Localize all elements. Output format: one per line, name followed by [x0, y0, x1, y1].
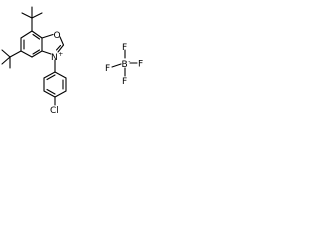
bond-ar-c6-c1: [43, 71, 56, 79]
atom-nitrogen: N+: [51, 51, 63, 63]
atom-fluorine-left: F: [105, 64, 110, 74]
bond-tbu1-me-b: [21, 12, 33, 19]
bond-c2-n3: [57, 44, 65, 53]
bond-o1-c2: [59, 36, 65, 46]
atom-nitrogen-charge: +: [58, 51, 63, 58]
bond-c5-tbu-c: [9, 50, 22, 58]
bond-c3a-c4: [31, 50, 43, 58]
structure-canvas: O N+ Cl B- F F F F: [0, 0, 152, 152]
bond-b-f-left: [111, 63, 122, 68]
bond-c7-c7a: [31, 30, 43, 39]
bond-c3a-c4-double: [32, 49, 41, 55]
bond-ar-double-2: [46, 88, 56, 95]
molecule-structure: O N+ Cl B- F F F F: [1, 6, 143, 116]
bond-n3-c3a: [41, 50, 52, 55]
bond-c2-n3-double: [55, 44, 62, 51]
bond-c6-c7: [20, 30, 33, 39]
atom-nitrogen-symbol: N: [51, 53, 58, 63]
bond-ar-c3-c4: [54, 90, 67, 98]
bond-tbu2-me-b: [1, 56, 11, 65]
bond-c7-c7a-double: [32, 33, 41, 40]
bond-c4-c5: [20, 50, 33, 58]
atom-boron-symbol: B: [122, 60, 128, 70]
atom-oxygen: O: [54, 31, 61, 41]
atom-fluorine-bottom: F: [122, 77, 127, 87]
atom-fluorine-right: F: [138, 60, 143, 70]
bond-tbu2-me-a: [1, 49, 11, 58]
bond-ar-c1-c2: [54, 71, 67, 79]
bond-ar-c4-c5: [43, 90, 56, 98]
atom-boron: B-: [122, 58, 131, 70]
atom-fluorine-top: F: [122, 43, 127, 53]
bond-tbu1-me-c: [31, 12, 43, 19]
atom-chlorine: Cl: [50, 106, 59, 116]
bond-ar-double-3: [46, 74, 56, 81]
atom-boron-charge: -: [128, 58, 130, 65]
bond-c7a-o1: [41, 33, 54, 39]
